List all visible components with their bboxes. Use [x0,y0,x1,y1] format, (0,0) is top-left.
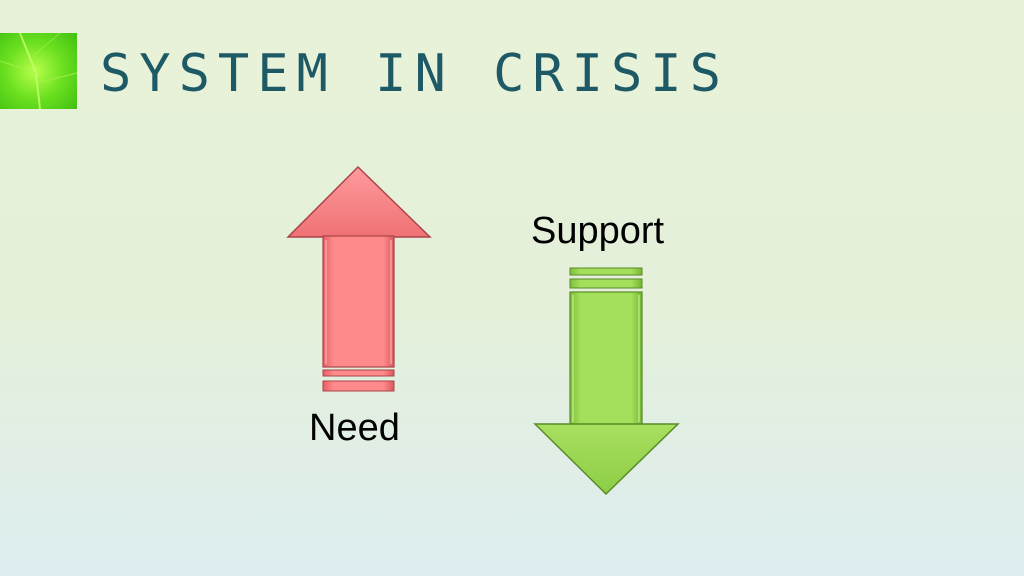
up-arrow-shaft [322,235,395,368]
down-arrow-shaft [569,291,643,426]
leaf-logo [0,33,77,109]
slide-title: SYSTEM IN CRISIS [100,44,729,104]
up-arrow-stripe-1 [322,369,395,377]
support-label: Support [531,210,665,252]
up-arrow [286,165,432,392]
down-arrow [533,267,680,496]
up-arrow-head [286,165,432,238]
need-label: Need [309,407,400,449]
down-arrow-stripe-2 [569,278,643,289]
down-arrow-stripe-1 [569,267,643,276]
down-arrow-head [533,423,680,496]
up-arrow-stripe-2 [322,380,395,392]
